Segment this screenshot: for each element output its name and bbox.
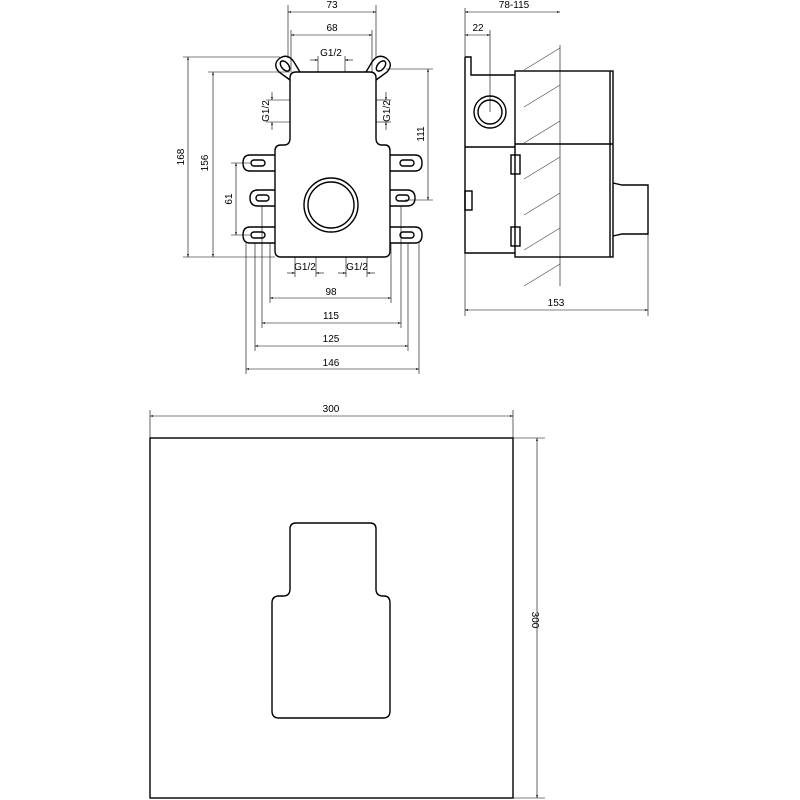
- mounting-lugs: [242, 154, 423, 244]
- dim-g-top: G1/2: [320, 48, 342, 59]
- dim-98: 98: [325, 287, 337, 298]
- valve-knob: [612, 182, 649, 237]
- dim-22: 22: [472, 23, 484, 34]
- dim-156: 156: [200, 154, 211, 171]
- dim-height-300: 300: [529, 612, 540, 629]
- dim-width-300: 300: [323, 404, 340, 415]
- dim-153: 153: [548, 298, 565, 309]
- wall-hatching: [523, 47, 561, 287]
- box-body: [274, 71, 391, 258]
- dim-g-left: G1/2: [261, 100, 272, 122]
- cover-plate: 300 300: [149, 404, 545, 799]
- dim-115: 115: [323, 311, 339, 322]
- dim-111: 111: [416, 126, 427, 142]
- dim-g-right: G1/2: [382, 100, 393, 122]
- side-view: 78-115 22 153: [464, 0, 649, 316]
- dim-61: 61: [224, 193, 235, 205]
- front-view: 73 68 G1/2 168 156 61 G1/2 G1/2 111 G1/2…: [176, 0, 433, 374]
- mounting-ear-left: [275, 55, 301, 81]
- dim-168: 168: [176, 148, 187, 165]
- dim-125: 125: [323, 334, 340, 345]
- plate-outline: [149, 437, 514, 799]
- dim-g-bottom-right: G1/2: [346, 262, 368, 273]
- outlet-ring: [303, 177, 359, 233]
- dim-73: 73: [326, 0, 338, 11]
- dim-146: 146: [323, 358, 340, 369]
- extension-lines: [183, 5, 433, 374]
- housing: [514, 70, 614, 258]
- dim-g-bottom-left: G1/2: [294, 262, 316, 273]
- dim-68: 68: [326, 23, 338, 34]
- plate-cutout: [271, 522, 391, 719]
- dim-78-115: 78-115: [499, 0, 530, 11]
- outlet-hole: [307, 181, 355, 229]
- dimension-lines: [187, 11, 429, 370]
- mounting-ear-right: [365, 55, 391, 81]
